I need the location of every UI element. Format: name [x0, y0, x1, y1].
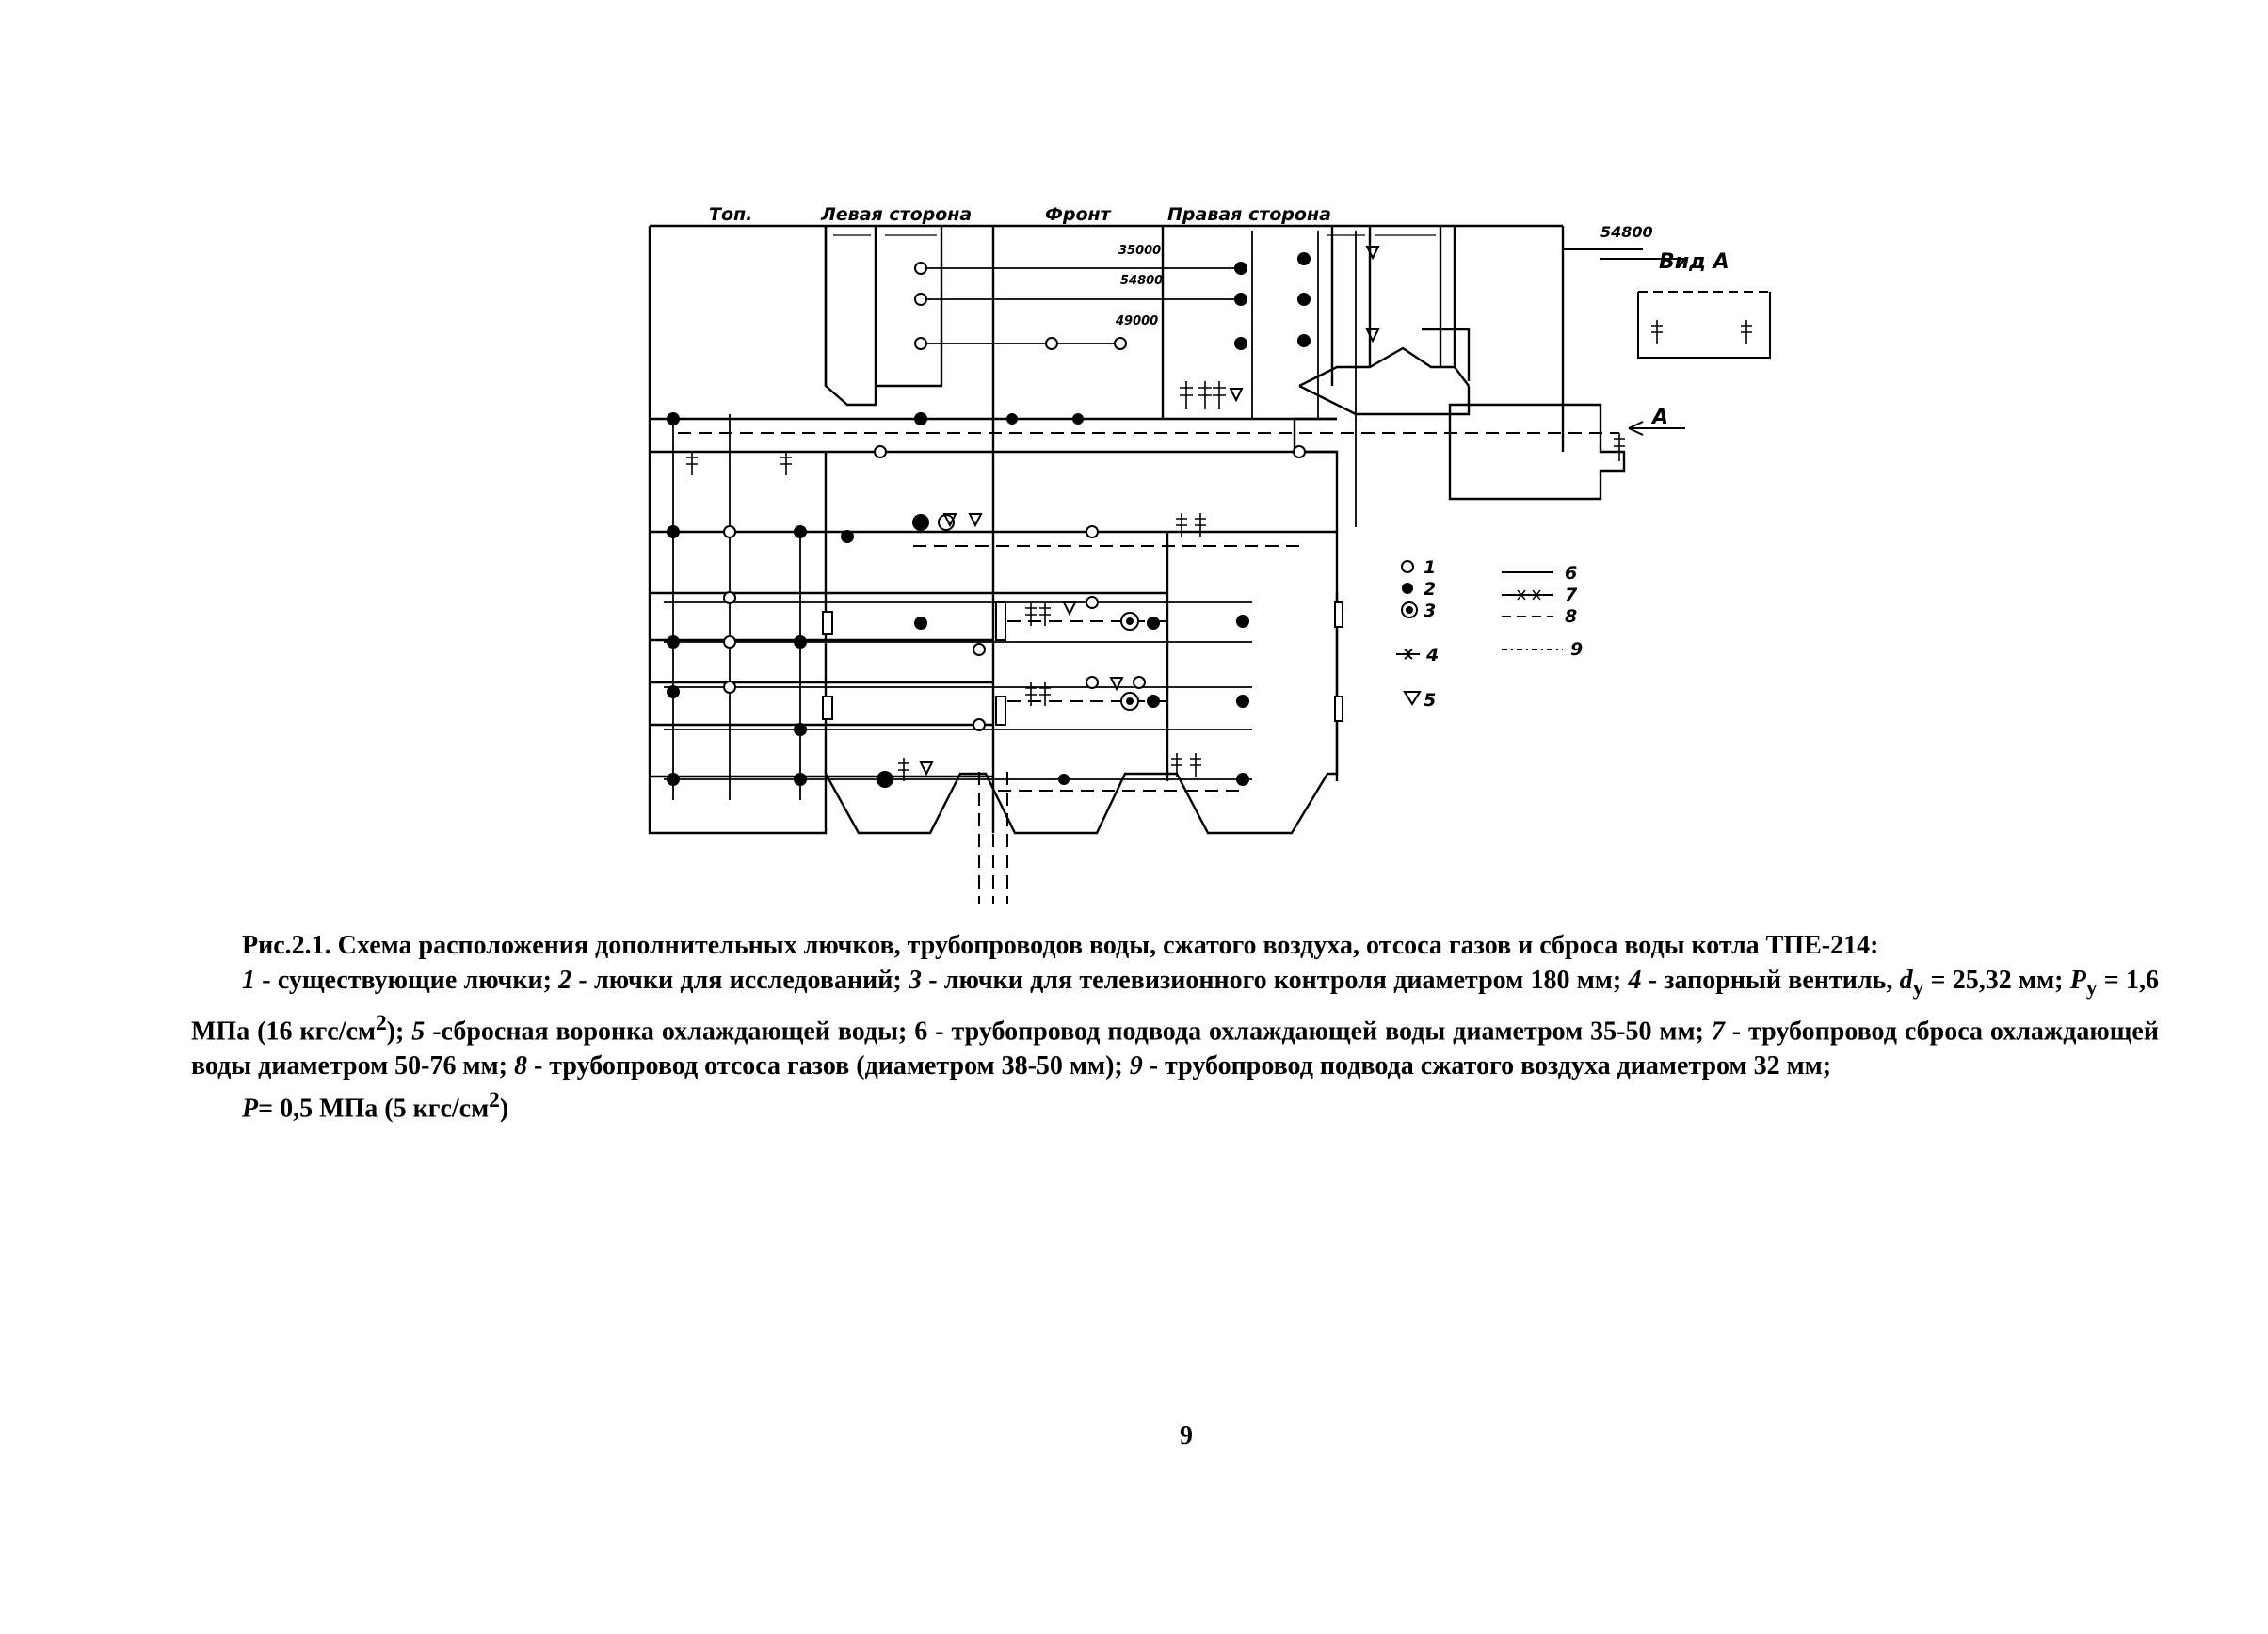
legend-1: 1 [1424, 557, 1436, 578]
legend-7: 7 [1565, 585, 1578, 605]
label-top: Топ. [709, 204, 752, 225]
legend-9: 9 [1570, 639, 1583, 660]
label-right-side: Правая сторона [1167, 204, 1331, 225]
legend-3: 3 [1424, 601, 1436, 621]
legend-2: 2 [1424, 579, 1436, 600]
elevation-2: 54800 [1120, 274, 1163, 288]
legend-5: 5 [1424, 690, 1436, 711]
elevation-1: 35000 [1118, 244, 1161, 258]
page-number: 9 [1180, 1421, 1193, 1450]
caption-legend: 1 - существующие лючки; 2 - лючки для ис… [191, 966, 2159, 1081]
caption-title: Рис.2.1. Схема расположения дополнительн… [242, 931, 1879, 960]
label-left-side: Левая сторона [820, 204, 972, 225]
figure-caption: Рис.2.1. Схема расположения дополнительн… [191, 928, 2159, 1126]
view-a-title: Вид А [1659, 250, 1729, 274]
elevation-top: 54800 [1600, 223, 1653, 241]
label-front: Фронт [1045, 204, 1112, 225]
legend-8: 8 [1565, 606, 1577, 627]
caption-pressure: P= 0,5 МПа (5 кгс/см2) [242, 1087, 509, 1124]
legend-6: 6 [1565, 563, 1577, 584]
view-a-arrow-label: А [1650, 406, 1668, 429]
elevation-3: 49000 [1115, 314, 1158, 328]
legend-4: 4 [1425, 645, 1439, 665]
